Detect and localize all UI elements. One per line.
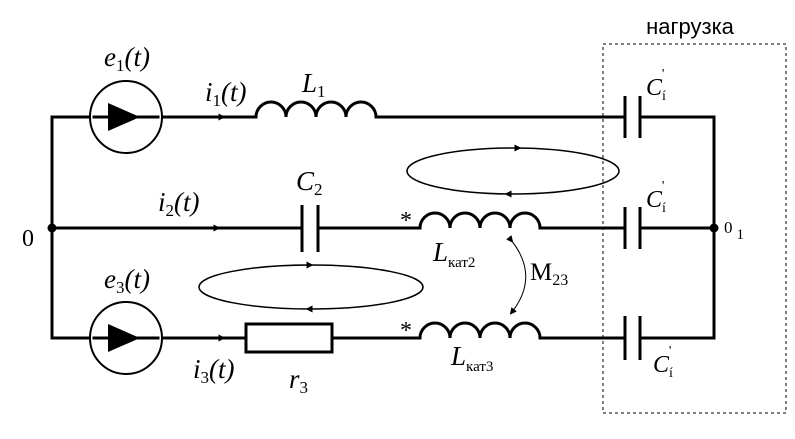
- label-load-cap-1: Cí': [646, 67, 666, 104]
- coil2-star: *: [400, 208, 412, 234]
- label-e1: e1(t): [104, 42, 150, 75]
- resistor-r3: [244, 322, 334, 354]
- label-M23: M23: [530, 259, 568, 289]
- label-r3: r3: [289, 364, 308, 397]
- load-capacitor-3: [623, 316, 642, 360]
- inductor-L1: [254, 100, 378, 119]
- mutual-inductance-arc: [506, 235, 527, 315]
- label-node-left: 0: [22, 226, 34, 252]
- label-L1: L1: [301, 68, 326, 101]
- label-e3: e3(t): [104, 264, 150, 297]
- label-Lkat3: Lкат3: [450, 341, 493, 375]
- label-i3: i3(t): [193, 354, 235, 387]
- load-capacitor-1: [623, 96, 642, 138]
- label-Lkat2: Lкат2: [432, 237, 475, 271]
- load-title: нагрузка: [646, 14, 735, 39]
- flux-loop-upper: [406, 147, 620, 195]
- source-e3: [89, 301, 163, 375]
- capacitor-C2: [300, 205, 320, 252]
- flux-loop-lower: [198, 264, 424, 310]
- load-capacitor-2: [623, 207, 642, 249]
- inductor-Lkat2: [418, 211, 542, 230]
- inductor-Lkat3: [418, 321, 542, 340]
- label-i2: i2(t): [158, 187, 200, 220]
- label-load-cap-3: Cí': [653, 344, 673, 381]
- label-i1: i1(t): [205, 77, 247, 110]
- label-load-cap-2: Cí': [646, 179, 666, 216]
- label-C2: C2: [296, 166, 323, 199]
- node-left-dot: [47, 223, 57, 233]
- node-right-dot: [709, 223, 719, 233]
- coil3-star: *: [400, 318, 412, 344]
- source-e1: [89, 80, 163, 154]
